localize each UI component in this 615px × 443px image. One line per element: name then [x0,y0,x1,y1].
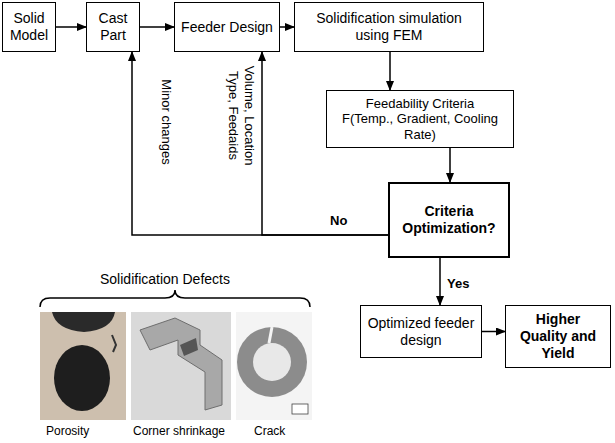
porosity-photo [40,312,126,420]
flow-arrow [56,26,86,28]
node-text: F(Temp., Gradient, Cooling Rate) [332,111,508,142]
porosity-riser [52,312,115,332]
node-text: Feedability Criteria [366,96,474,112]
process-box: Cast Part [86,2,140,52]
curly-brace [40,290,310,307]
flow-arrow [449,148,451,182]
criteria-box: Feedability CriteriaF(Temp., Gradient, C… [326,90,514,148]
node-text: Solid Model [8,10,50,44]
crack-photo [236,312,312,420]
shrinkage-defect [180,338,198,356]
flow-arrow [482,331,505,333]
node-text: Higher Quality and Yield [511,311,605,361]
defect-caption: Porosity [46,424,89,438]
shrinkage-photo [131,312,231,420]
process-box: Feeder Design [174,2,280,52]
flow-arrow [280,26,294,28]
crack-gap [269,327,272,343]
branch-label: No [330,213,347,228]
flow-arrow [389,52,391,90]
crack-bore [253,343,291,381]
edge-label: Volume, Location Type, Feedaids [226,58,257,173]
flow-arrow [140,26,174,28]
edge-label: Yes [447,276,469,292]
node-text: Feeder Design [181,19,273,36]
process-box: Optimized feeder design [360,305,482,358]
result-box: Higher Quality and Yield [505,305,611,368]
defect-caption: Corner shrinkage [133,424,225,438]
porosity-crack [112,335,116,352]
shrinkage-part [140,318,222,410]
porosity-cavity [54,345,110,411]
process-box: Solid Model [2,2,56,52]
node-text: Cast Part [92,10,134,44]
process-box: Solidification simulation using FEM [294,2,484,52]
flow-arrow [439,258,441,305]
edge-label: Minor changes [158,62,174,182]
node-text: Solidification simulation using FEM [300,10,478,44]
group-label: Solidification Defects [100,271,230,287]
defect-caption: Crack [254,424,285,438]
decision-box: Criteria Optimization? [388,182,510,258]
crack-ring [237,327,307,397]
scale-marker [292,404,308,414]
node-text: Optimized feeder design [366,315,476,349]
node-text: Criteria Optimization? [395,203,503,237]
